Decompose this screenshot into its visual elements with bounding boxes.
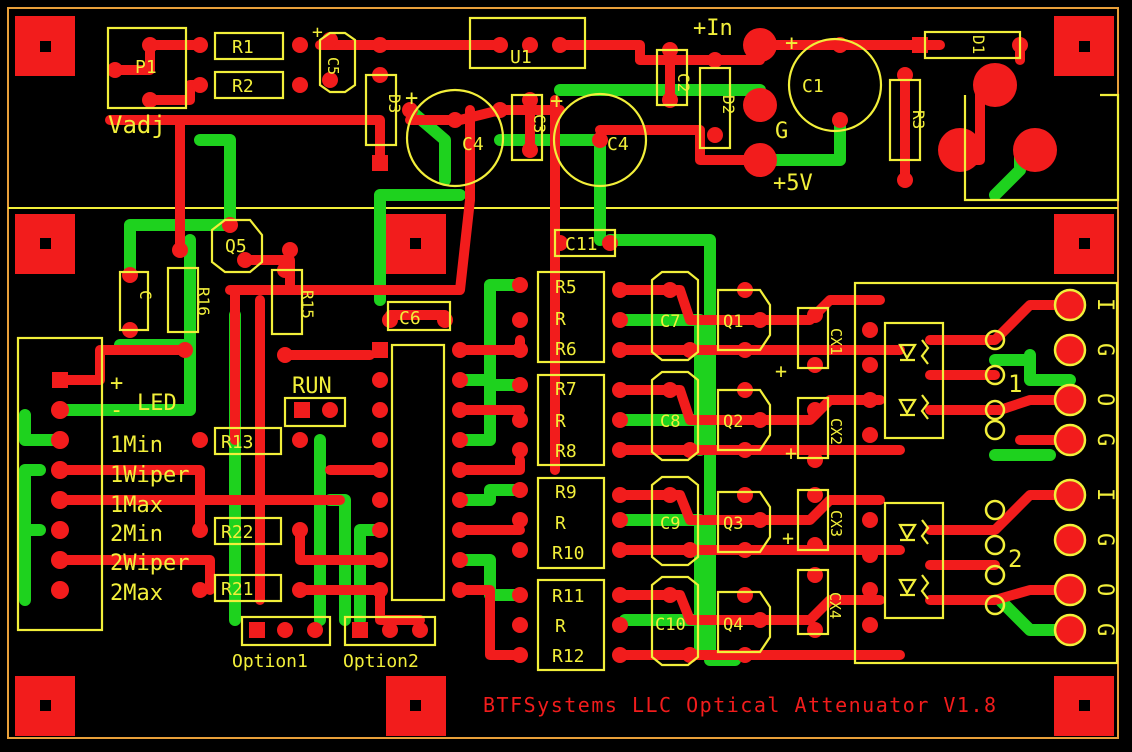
label-c2: C2: [674, 73, 693, 92]
label-cx1-plus: +: [775, 359, 787, 383]
label-g2b: G: [1092, 623, 1117, 636]
label-c9: C9: [660, 514, 680, 534]
label-channel-2: 2: [1008, 545, 1022, 573]
label-channel-1: 1: [1008, 370, 1022, 398]
label-q5: Q5: [225, 236, 247, 257]
label-c7: C7: [660, 312, 680, 332]
label-c4a-plus: +: [405, 86, 418, 111]
label-cx2-plus: +: [785, 441, 797, 465]
label-r-b: R: [555, 411, 566, 432]
silkscreen-outlines: [16, 16, 1120, 672]
label-c4a: C4: [462, 134, 484, 155]
label-c4b: C4: [607, 134, 629, 155]
label-5v: +5V: [773, 171, 813, 196]
label-g: G: [775, 119, 788, 144]
label-1min: 1Min: [110, 433, 163, 458]
label-c5: C5: [324, 57, 342, 75]
label-o1: O: [1092, 393, 1117, 406]
label-r22: R22: [221, 522, 254, 543]
label-led: LED: [137, 391, 177, 416]
label-r9: R9: [555, 482, 577, 503]
label-r5: R5: [555, 277, 577, 298]
label-r2: R2: [232, 76, 254, 97]
label-c10: C10: [655, 615, 686, 635]
optocoupler-symbols: [898, 339, 930, 600]
label-q1: Q1: [723, 312, 743, 332]
label-cx1: CX1: [827, 328, 845, 355]
label-i2: I: [1092, 488, 1117, 501]
label-d3: D3: [385, 94, 404, 113]
label-r13: R13: [221, 432, 254, 453]
label-cx4: CX4: [826, 592, 844, 619]
label-option1: Option1: [232, 651, 308, 672]
label-r11: R11: [552, 586, 585, 607]
label-run: RUN: [292, 374, 332, 399]
label-c8: C8: [660, 412, 680, 432]
label-q3: Q3: [723, 514, 743, 534]
label-r-c: R: [555, 513, 566, 534]
connector-pad-rings: [984, 288, 1087, 647]
board-title: BTFSystems LLC Optical Attenuator V1.8: [483, 693, 998, 717]
label-u1: U1: [510, 47, 532, 68]
label-d2: D2: [719, 95, 738, 114]
label-r1: R1: [232, 37, 254, 58]
label-c4b-plus: +: [550, 89, 563, 114]
label-q4: Q4: [723, 615, 743, 635]
label-1max: 1Max: [110, 493, 163, 518]
label-g2a: G: [1092, 533, 1117, 546]
label-r16: R16: [194, 287, 213, 316]
label-r7: R7: [555, 379, 577, 400]
label-led-plus: +: [110, 371, 123, 396]
label-g1b: G: [1092, 433, 1117, 446]
label-led-minus: -: [110, 398, 123, 423]
label-r8: R8: [555, 441, 577, 462]
label-cx3: CX3: [827, 510, 845, 537]
label-cx2: CX2: [827, 418, 845, 445]
label-1wiper: 1Wiper: [110, 463, 189, 488]
label-c6: C6: [399, 308, 421, 329]
label-r3: R3: [909, 110, 928, 129]
label-2max: 2Max: [110, 581, 163, 606]
label-c1: C1: [802, 76, 824, 97]
label-2wiper: 2Wiper: [110, 551, 189, 576]
label-c: C: [136, 290, 155, 300]
label-q2: Q2: [723, 412, 743, 432]
label-p1: P1: [135, 57, 157, 78]
label-vadj: Vadj: [108, 111, 166, 139]
label-r10: R10: [552, 543, 585, 564]
label-c3: C3: [530, 114, 549, 133]
label-r12: R12: [552, 646, 585, 667]
label-2min: 2Min: [110, 522, 163, 547]
component-labels: P1 R1 R2 C5 U1 C2 +In C1 D1 Vadj D3 C4 C…: [108, 16, 1117, 672]
label-r-a: R: [555, 309, 566, 330]
label-g1a: G: [1092, 343, 1117, 356]
label-c1-plus: +: [785, 31, 798, 56]
label-in-plus: +In: [693, 16, 733, 41]
label-i1: I: [1092, 298, 1117, 311]
label-r21: R21: [221, 579, 254, 600]
label-c11: C11: [565, 234, 598, 255]
label-d1: D1: [969, 35, 988, 54]
component-pads: [51, 28, 1084, 663]
label-r-d: R: [555, 616, 566, 637]
label-r15: R15: [298, 290, 317, 319]
label-c5-plus: +: [312, 22, 323, 43]
mounting-holes: [15, 16, 1114, 736]
label-r6: R6: [555, 339, 577, 360]
label-cx3-plus: +: [782, 526, 794, 550]
label-option2: Option2: [343, 651, 419, 672]
label-o2: O: [1092, 583, 1117, 596]
